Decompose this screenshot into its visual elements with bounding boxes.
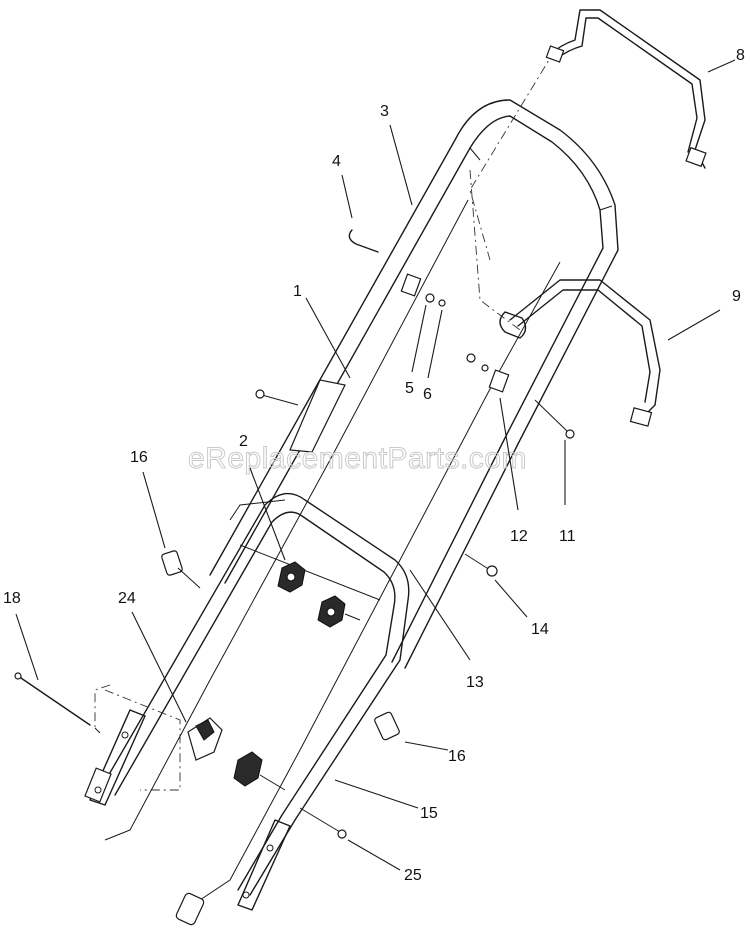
callout-3: 3 — [380, 103, 389, 120]
part-24-switch-box — [187, 717, 223, 761]
part-25-bolt — [299, 807, 347, 839]
part-4-cable-tie — [348, 229, 379, 253]
part-16-cable-guide-lower — [374, 711, 400, 741]
callout-13: 13 — [466, 674, 484, 691]
callout-11: 11 — [559, 528, 576, 545]
part-1-cable — [104, 199, 561, 926]
callout-25: 25 — [404, 867, 422, 884]
callout-8: 8 — [736, 47, 745, 64]
callout-2: 2 — [239, 433, 248, 450]
lower-handle — [84, 492, 410, 911]
part-8-control-bail — [545, 9, 707, 169]
callout-16-lower: 16 — [448, 748, 466, 765]
handle-bolt-left — [255, 389, 299, 406]
callout-16-upper: 16 — [130, 449, 148, 466]
callout-4: 4 — [332, 153, 341, 170]
handle-knob-right — [317, 595, 361, 628]
part-2-handle-knob — [277, 561, 306, 593]
upper-handle — [209, 99, 619, 669]
callout-24: 24 — [118, 590, 136, 607]
watermark: eReplacementParts.com — [188, 442, 527, 475]
part-11-bolt — [534, 399, 575, 439]
part-9-control-bail — [499, 279, 661, 427]
callout-12: 12 — [510, 528, 528, 545]
part-6-nut — [438, 299, 446, 307]
callout-18: 18 — [3, 590, 21, 607]
upper-clip — [400, 273, 422, 297]
callout-1: 1 — [293, 283, 302, 300]
handle-knob-lower — [233, 751, 286, 791]
part-18-bolt — [14, 672, 101, 734]
part-5-washer — [425, 293, 435, 303]
callout-numbers: 1 2 3 4 5 6 8 9 11 12 13 14 15 16 16 18 … — [3, 47, 745, 884]
upper-washer — [466, 353, 489, 372]
callout-leaders — [15, 59, 736, 871]
part-16-cable-guide-upper — [161, 550, 201, 589]
callout-5: 5 — [405, 380, 414, 397]
callout-15: 15 — [420, 805, 438, 822]
callout-6: 6 — [423, 386, 432, 403]
callout-14: 14 — [531, 621, 549, 638]
part-12-cable-clip — [488, 369, 510, 393]
callout-9: 9 — [732, 288, 741, 305]
assembly-hidden-lines — [94, 49, 556, 791]
part-14-bolt — [464, 553, 498, 577]
